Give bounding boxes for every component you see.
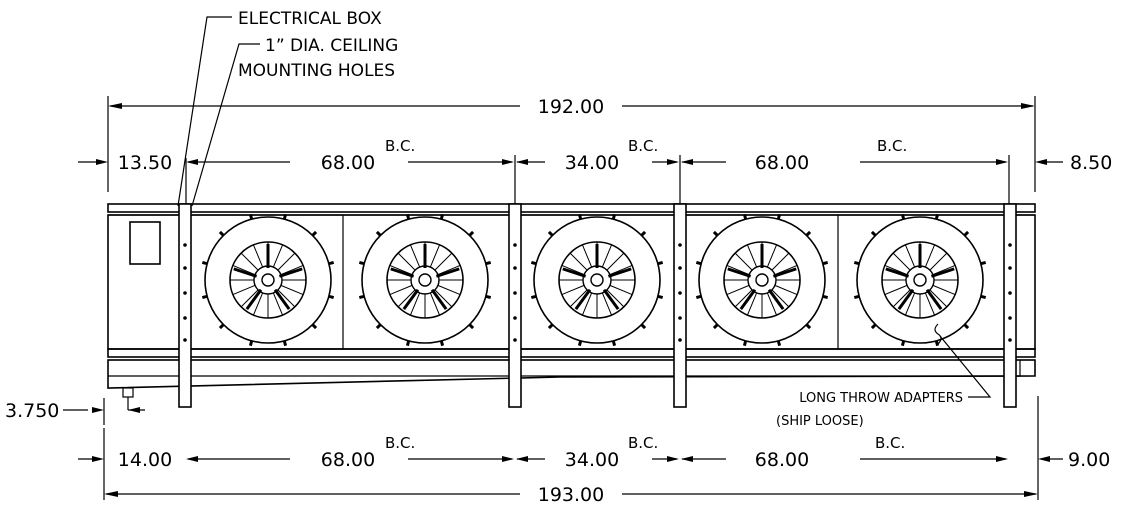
fan-icon bbox=[358, 213, 492, 347]
mounting-hole bbox=[183, 316, 187, 320]
bottom-bc-label-2: B.C. bbox=[628, 434, 658, 452]
mounting-hole bbox=[513, 338, 517, 342]
bottom-span-2: 34.00 bbox=[565, 449, 619, 471]
drain-offset-label: 3.750 bbox=[5, 400, 59, 422]
mounting-holes-label-1: 1” DIA. CEILING bbox=[265, 36, 398, 56]
mounting-hole bbox=[513, 291, 517, 295]
bottom-bc-dimensions: 14.00 68.00 B.C. 34.00 B.C. 68.00 B.C. 9… bbox=[78, 396, 1110, 506]
bottom-span-1: 68.00 bbox=[321, 449, 375, 471]
mounting-hole bbox=[513, 243, 517, 247]
overall-width-top: 192.00 bbox=[538, 96, 604, 118]
top-bc-dimensions: 13.50 68.00 B.C. 34.00 B.C. 68.00 B.C. 8… bbox=[78, 137, 1112, 206]
top-right-offset: 8.50 bbox=[1070, 152, 1112, 174]
top-bc-label-1: B.C. bbox=[385, 137, 415, 155]
mounting-leg bbox=[508, 203, 522, 408]
top-span-3: 68.00 bbox=[755, 152, 809, 174]
mounting-leg bbox=[1003, 203, 1017, 408]
mounting-holes-callout: 1” DIA. CEILING MOUNTING HOLES bbox=[191, 36, 398, 207]
mounting-hole bbox=[183, 266, 187, 270]
fan-icon bbox=[695, 213, 829, 347]
overall-top-dimension: 192.00 bbox=[107, 96, 1036, 192]
electrical-box-label: ELECTRICAL BOX bbox=[238, 9, 382, 29]
bottom-span-3: 68.00 bbox=[755, 449, 809, 471]
mounting-leg bbox=[178, 203, 192, 408]
mounting-hole bbox=[513, 266, 517, 270]
drain-offset-dimension: 3.750 bbox=[5, 398, 145, 425]
mounting-hole bbox=[183, 338, 187, 342]
fan-icon bbox=[530, 213, 664, 347]
electrical-box bbox=[129, 221, 161, 265]
top-span-1: 68.00 bbox=[321, 152, 375, 174]
unit-body bbox=[107, 203, 1036, 410]
mounting-holes-label-2: MOUNTING HOLES bbox=[238, 61, 395, 81]
top-bc-label-3: B.C. bbox=[877, 137, 907, 155]
mounting-hole bbox=[678, 243, 682, 247]
top-left-offset: 13.50 bbox=[118, 152, 172, 174]
mounting-hole bbox=[678, 291, 682, 295]
mounting-leg bbox=[673, 203, 687, 408]
adapters-label-1: LONG THROW ADAPTERS bbox=[799, 391, 963, 406]
mounting-hole bbox=[678, 316, 682, 320]
bottom-right-offset: 9.00 bbox=[1068, 449, 1110, 471]
mounting-legs bbox=[178, 203, 1017, 408]
fan-icon bbox=[853, 213, 987, 347]
mounting-hole bbox=[1008, 338, 1012, 342]
adapters-label-2: (SHIP LOOSE) bbox=[776, 414, 864, 429]
bottom-bc-label-1: B.C. bbox=[385, 434, 415, 452]
fan-icon bbox=[201, 213, 335, 347]
mounting-hole bbox=[183, 291, 187, 295]
mounting-hole bbox=[678, 266, 682, 270]
long-throw-adapter-callout: LONG THROW ADAPTERS (SHIP LOOSE) bbox=[776, 323, 992, 429]
mounting-hole bbox=[1008, 266, 1012, 270]
overall-width-bottom: 193.00 bbox=[538, 484, 604, 506]
mounting-hole bbox=[1008, 243, 1012, 247]
mounting-hole bbox=[678, 338, 682, 342]
top-bc-label-2: B.C. bbox=[628, 137, 658, 155]
mounting-hole bbox=[513, 316, 517, 320]
bottom-left-offset: 14.00 bbox=[118, 449, 172, 471]
fan-row bbox=[201, 213, 987, 347]
mounting-hole bbox=[1008, 291, 1012, 295]
mounting-hole bbox=[183, 243, 187, 247]
mounting-hole bbox=[1008, 316, 1012, 320]
electrical-box-callout: ELECTRICAL BOX bbox=[177, 9, 382, 207]
bottom-bc-label-3: B.C. bbox=[875, 434, 905, 452]
top-span-2: 34.00 bbox=[565, 152, 619, 174]
